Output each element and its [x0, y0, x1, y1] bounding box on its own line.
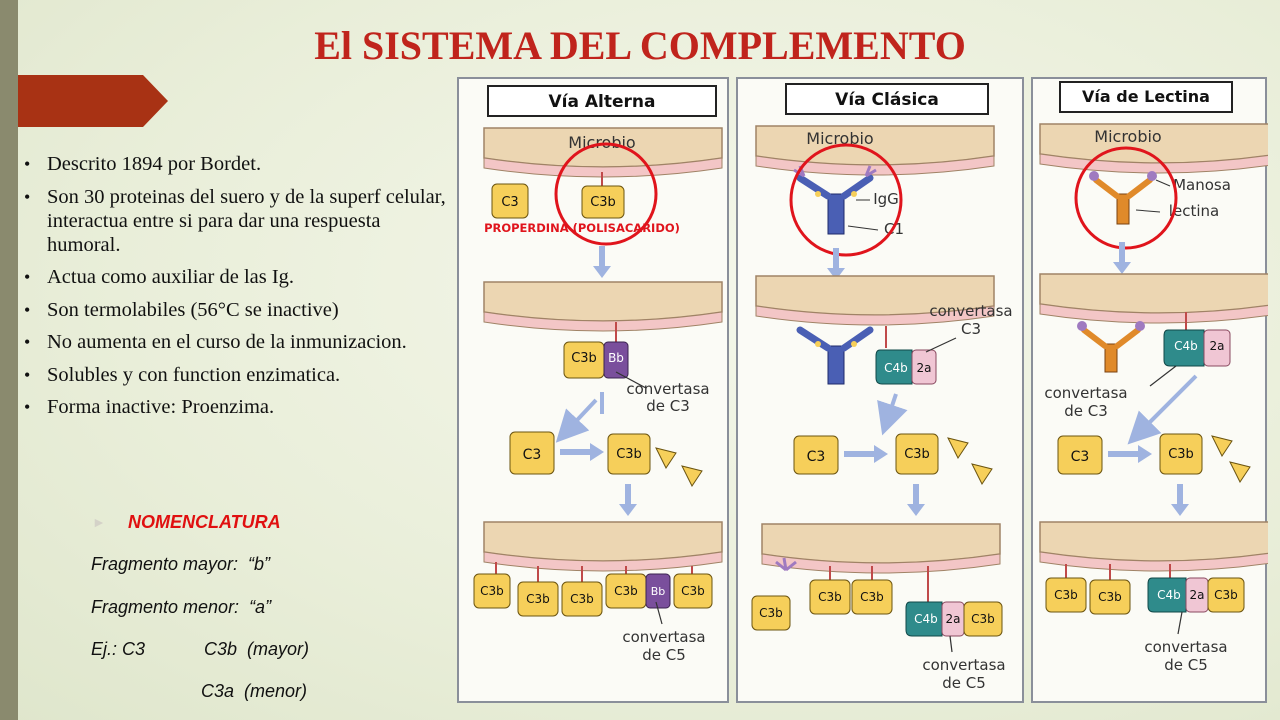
c3-block [1057, 435, 1103, 475]
svg-text:C3b: C3b [818, 590, 842, 604]
nomenclatura-menor: Fragmento menor: “a” [91, 597, 272, 617]
c3-block [491, 183, 529, 219]
bullet-list: Descrito 1894 por Bordet. Son 30 protein… [22, 152, 452, 428]
c3b-label: C3b [616, 447, 642, 462]
convertasa-target: de C3 [1064, 402, 1108, 420]
c3b-label: C3b [590, 195, 616, 210]
c2a-block [1203, 329, 1231, 367]
c4b-block [875, 349, 913, 385]
convertasa-label: convertasa [1044, 384, 1127, 402]
c3b-block [895, 433, 939, 475]
svg-text:C3b: C3b [614, 584, 638, 598]
svg-text:C4b: C4b [1157, 588, 1181, 602]
bullet-item: Actua como auxiliar de las Ig. [22, 265, 452, 289]
c3-label: C3 [523, 447, 542, 463]
header-box-alterna [487, 85, 717, 117]
svg-text:2a: 2a [1190, 588, 1205, 602]
highlight-circle [789, 143, 903, 257]
igg-label: IgG [873, 190, 899, 208]
c5-convertase-row-alterna: C3b C3b C3b C3b Bb C3b [473, 562, 713, 617]
page-title: El SISTEMA DEL COMPLEMENTO [314, 23, 966, 68]
header-alterna: Vía Alterna [549, 92, 656, 112]
bullet-item: No aumenta en el curso de la inmunizacio… [22, 330, 452, 354]
nomenclatura-example-mayor: C3b (mayor) [204, 639, 310, 659]
bullet-item: Solubles y con function enzimatica. [22, 363, 452, 387]
svg-text:2a: 2a [946, 612, 961, 626]
c2a-label: 2a [917, 361, 932, 375]
svg-text:C3b: C3b [570, 592, 594, 606]
c5-convertase-row-lectina: C3b C3b C4b 2a C3b [1045, 564, 1245, 615]
nomenclatura-heading: NOMENCLATURA [128, 512, 281, 532]
convertasa-target: de C5 [642, 646, 686, 664]
c3-label: C3 [501, 195, 518, 210]
c4b-label: C4b [884, 361, 908, 375]
c2a-block [911, 349, 937, 385]
header-box-lectina [1059, 81, 1233, 113]
c3-block [509, 431, 555, 475]
svg-text:C3b: C3b [1214, 588, 1238, 602]
convertasa-target: C3 [961, 320, 981, 338]
bullet-item: Descrito 1894 por Bordet. [22, 152, 452, 176]
accent-tab [18, 75, 168, 127]
nomenclatura-example: Ej.: C3 [91, 639, 146, 659]
bullet-item: Forma inactive: Proenzima. [22, 395, 452, 419]
igg-c1-complex [793, 165, 877, 235]
svg-text:C3b: C3b [759, 606, 783, 620]
properdina-label: PROPERDINA (POLISACARIDO) [484, 221, 680, 235]
c3b-label: C3b [904, 447, 930, 462]
c3-label: C3 [1071, 449, 1090, 465]
convertasa-target: de C3 [646, 397, 690, 415]
c3b-block [1159, 433, 1203, 475]
lectina-label: lectina [1169, 202, 1219, 220]
convertasa-label: convertasa [922, 656, 1005, 674]
c3b-label: C3b [571, 351, 597, 366]
c5-convertase-row-clasica: C3b C3b C3b C4b 2a C3b [751, 557, 1003, 637]
c3-label: C3 [807, 449, 826, 465]
triangle-bullet-icon: ► [92, 514, 106, 530]
svg-text:C4b: C4b [914, 612, 938, 626]
highlight-circle [554, 142, 658, 246]
c2a-label: 2a [1210, 339, 1225, 353]
bb-label: Bb [608, 351, 624, 365]
bullet-item: Son 30 proteinas del suero y de la super… [22, 185, 452, 257]
svg-text:C3b: C3b [681, 584, 705, 598]
bullet-item: Son termolabiles (56°C se inactive) [22, 298, 452, 322]
svg-text:C3b: C3b [526, 592, 550, 606]
convertasa-label: convertasa [929, 302, 1012, 320]
convertasa-target: de C5 [1164, 656, 1208, 674]
lectin-complex [1089, 171, 1157, 225]
c3b-label: C3b [1168, 447, 1194, 462]
convertasa-label: convertasa [622, 628, 705, 646]
microbio-label: Microbio [1094, 127, 1161, 146]
c3b-block [581, 185, 625, 219]
convertasa-label: convertasa [626, 380, 709, 398]
c3-block [793, 435, 839, 475]
svg-text:C3b: C3b [1098, 590, 1122, 604]
header-lectina: Vía de Lectina [1082, 87, 1210, 106]
svg-text:C3b: C3b [860, 590, 884, 604]
left-stripe [0, 0, 18, 720]
header-box-clasica [785, 83, 989, 115]
nomenclatura-mayor: Fragmento mayor: “b” [91, 554, 271, 574]
svg-text:Bb: Bb [651, 585, 666, 598]
highlight-circle [1074, 146, 1178, 250]
nomenclatura-example-menor: C3a (menor) [201, 681, 308, 701]
lectin-complex [1077, 321, 1145, 373]
svg-text:C3b: C3b [971, 612, 995, 626]
svg-text:C3b: C3b [1054, 588, 1078, 602]
microbio-label: Microbio [806, 129, 873, 148]
convertasa-label: convertasa [1144, 638, 1227, 656]
bb-block [603, 341, 629, 379]
igg-c1-complex [796, 326, 874, 385]
c3b-block [607, 433, 651, 475]
manosa-label: Manosa [1173, 176, 1231, 194]
convertasa-target: de C5 [942, 674, 986, 692]
c4b-block [1163, 329, 1205, 367]
header-clasica: Vía Clásica [835, 90, 939, 110]
complement-pathways-diagram: Vía Alterna Vía Clásica Vía de Lectina M… [457, 77, 1268, 703]
c4b-label: C4b [1174, 339, 1198, 353]
svg-text:C3b: C3b [480, 584, 504, 598]
